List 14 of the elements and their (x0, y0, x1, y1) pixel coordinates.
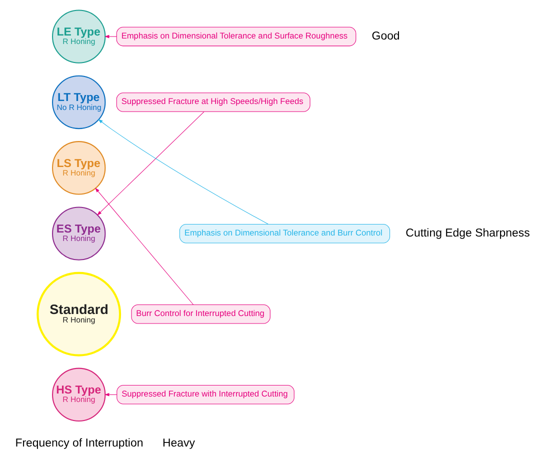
node-box: Emphasis on Dimensional Tolerance and Burr Control (179, 224, 390, 244)
label: Frequency of Interruption (15, 437, 144, 450)
label: Good (372, 30, 400, 42)
arrow (104, 34, 117, 38)
arrow (95, 188, 194, 305)
arrow (98, 119, 268, 224)
node-box: Suppressed Fracture at High Speeds/High Feeds (116, 92, 310, 112)
node-box: Burr Control for Interrupted Cutting (131, 304, 270, 324)
label: Cutting Edge Sharpness (406, 228, 530, 240)
node-box: Emphasis on Dimensional Tolerance and Surface Roughness (116, 26, 356, 46)
node-box: Suppressed Fracture with Interrupted Cutting (116, 385, 294, 404)
arrow (97, 111, 204, 216)
label: Heavy (162, 437, 195, 450)
arrow (104, 393, 118, 396)
